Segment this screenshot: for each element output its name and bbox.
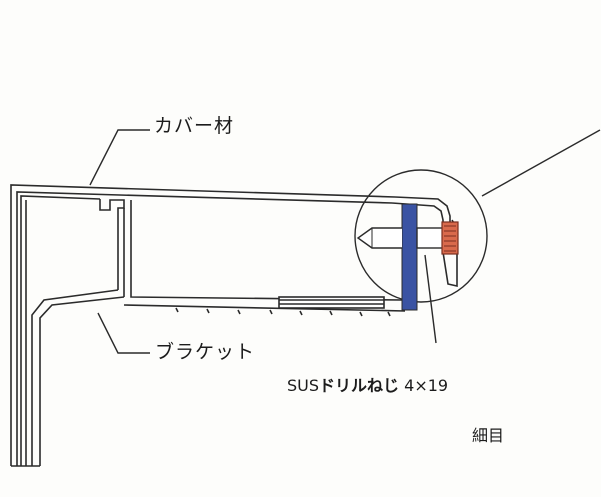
screw-material: SUS — [287, 376, 320, 395]
bracket-label: ブラケット — [155, 341, 256, 363]
bracket-tab — [99, 199, 125, 290]
flange-ticks — [175, 307, 391, 317]
bracket-leader — [97, 312, 150, 354]
nut-hatch — [444, 225, 456, 252]
screw-tip — [356, 227, 402, 249]
screw-shaft — [401, 203, 418, 311]
bracket-diagonal-inner — [39, 296, 125, 466]
screw-label: SUSドリルねじ 4×19 — [287, 378, 448, 394]
bracket-flange-bottom — [123, 304, 406, 312]
cover-outer-edge — [10, 184, 396, 466]
screw-body — [416, 227, 446, 249]
cover-inner-edge — [16, 191, 393, 466]
screw-nut — [441, 221, 459, 255]
drill-screw — [356, 203, 459, 311]
bracket-diagonal-outer — [31, 289, 119, 466]
bracket-top-edge — [20, 195, 101, 466]
screw-size: 4×19 — [404, 376, 449, 395]
cover-profile — [10, 184, 458, 466]
screw-type: ドリルねじ — [319, 376, 400, 395]
cover-label: カバー材 — [154, 115, 235, 137]
cover-leader — [89, 129, 150, 186]
thread-label: 細目 — [472, 426, 505, 445]
screw-leader — [424, 254, 437, 344]
sealant-block — [278, 296, 385, 309]
leaders — [89, 129, 437, 354]
detail-circle — [354, 169, 488, 303]
bracket-profile — [20, 195, 406, 466]
detail-leader — [481, 129, 601, 197]
